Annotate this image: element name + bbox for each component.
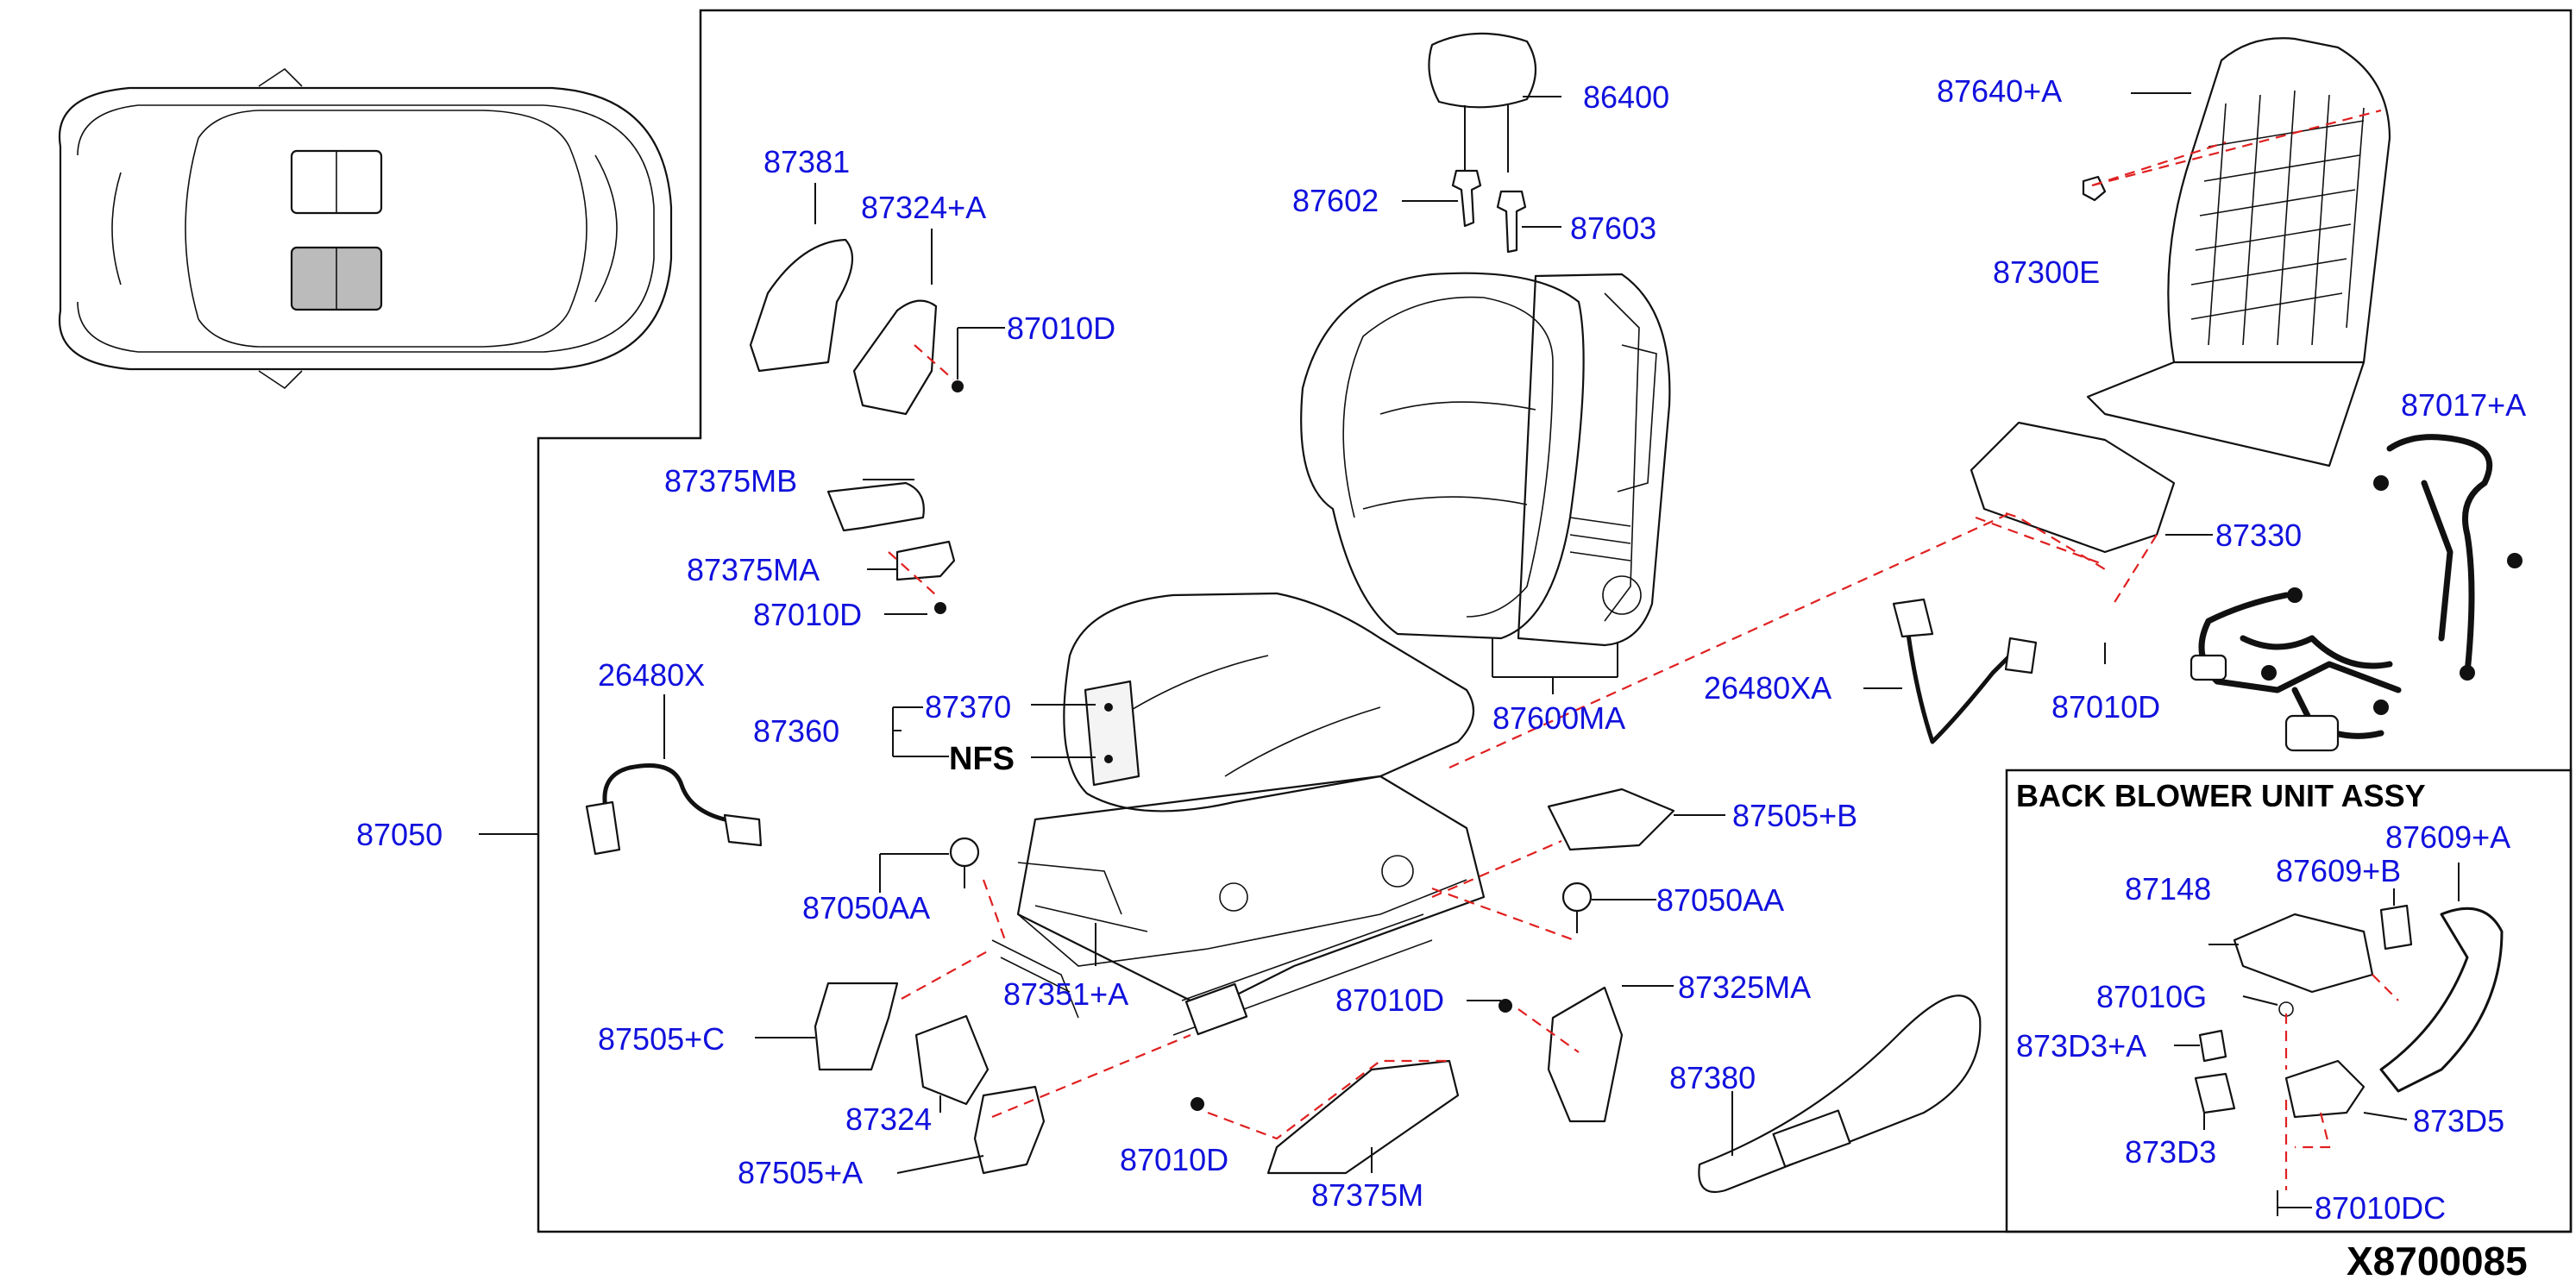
- label-87640A: 87640+A: [1937, 73, 2062, 109]
- cover-87505A-icon: [973, 1085, 1046, 1175]
- label-87010D-e: 87010D: [1120, 1142, 1228, 1177]
- label-87148: 87148: [2125, 871, 2211, 907]
- label-26480XA: 26480XA: [1704, 670, 1831, 706]
- label-87010D-a: 87010D: [1007, 311, 1115, 346]
- label-87010G: 87010G: [2096, 979, 2207, 1014]
- label-87050AA-a: 87050AA: [802, 890, 930, 925]
- label-87010DC: 87010DC: [2315, 1190, 2446, 1226]
- wire-26480XA-icon: [1892, 598, 2038, 744]
- label-87351A: 87351+A: [1003, 976, 1128, 1012]
- label-87375MA: 87375MA: [687, 552, 820, 587]
- inset-frame: [2005, 769, 2573, 1233]
- headrest-icon: [1428, 32, 1536, 254]
- label-nfs: NFS: [949, 741, 1015, 777]
- label-87325MA: 87325MA: [1678, 969, 1811, 1005]
- label-87370: 87370: [925, 689, 1011, 725]
- cover-87505C-icon: [814, 982, 899, 1071]
- bolt-87050AA-b-icon: [1561, 882, 1593, 933]
- wire-harness-icon: [2190, 434, 2523, 752]
- trim-87330-icon: [1970, 421, 2176, 554]
- label-87505A: 87505+A: [738, 1155, 863, 1190]
- armrest-cover-icon: [749, 238, 964, 416]
- bolt-87050AA-icon: [949, 837, 980, 888]
- cover-87375MB-icon: [826, 481, 956, 614]
- label-87609A: 87609+A: [2385, 819, 2510, 855]
- label-87324A: 87324+A: [861, 190, 986, 225]
- label-87010D-d: 87010D: [1335, 982, 1444, 1018]
- label-87017A: 87017+A: [2401, 387, 2526, 423]
- car-top-view-icon: [58, 67, 673, 390]
- label-87505B: 87505+B: [1732, 798, 1857, 833]
- label-87603: 87603: [1570, 210, 1656, 246]
- blower-unit-icon: [2194, 904, 2504, 1216]
- label-87360: 87360: [753, 713, 839, 749]
- label-87600MA: 87600MA: [1492, 700, 1625, 736]
- label-87050AA-b: 87050AA: [1656, 882, 1784, 918]
- label-87375M: 87375M: [1311, 1177, 1423, 1213]
- label-87602: 87602: [1292, 183, 1379, 218]
- bracket-87324-icon: [914, 1014, 990, 1106]
- dashed-leaders: [888, 109, 2399, 1190]
- label-86400: 86400: [1583, 79, 1669, 115]
- wire-26480X-icon: [585, 763, 763, 856]
- cover-87505B-icon: [1547, 787, 1675, 851]
- label-87010D-c: 87010D: [2051, 689, 2160, 725]
- label-87010D-b: 87010D: [753, 597, 862, 632]
- main-frame: [537, 9, 2573, 1233]
- seat-back-icon: [1300, 272, 1671, 694]
- label-87381: 87381: [763, 144, 850, 179]
- bracket-87325MA-icon: [1498, 986, 1624, 1123]
- label-26480X: 26480X: [598, 657, 705, 693]
- label-873D3A: 873D3+A: [2016, 1028, 2146, 1064]
- leader-lines: [479, 92, 2460, 1208]
- label-87324: 87324: [845, 1101, 932, 1137]
- label-87505C: 87505+C: [598, 1021, 725, 1057]
- label-87609B: 87609+B: [2276, 853, 2401, 888]
- label-87380: 87380: [1669, 1060, 1756, 1095]
- label-873D5: 873D5: [2413, 1103, 2504, 1139]
- seat-back-board-icon: [2082, 37, 2391, 467]
- diagram-id: X8700085: [2347, 1239, 2528, 1280]
- label-87375MB: 87375MB: [664, 463, 797, 499]
- seat-frame-icon: [991, 775, 1486, 1036]
- inset-title: BACK BLOWER UNIT ASSY: [2016, 778, 2426, 813]
- label-873D3: 873D3: [2125, 1134, 2216, 1170]
- part-labels: 86400 87602 87603 87640+A 87300E 87381 8…: [356, 73, 2526, 1213]
- label-87300E: 87300E: [1993, 254, 2100, 290]
- label-87050: 87050: [356, 817, 443, 852]
- label-87330: 87330: [2215, 518, 2302, 553]
- finisher-87380-icon: [1698, 995, 1982, 1194]
- inset-labels: 87148 87609+B 87609+A 87010G 873D3+A 873…: [2016, 819, 2510, 1226]
- cover-87375M-icon: [1191, 1059, 1460, 1175]
- seat-cushion-icon: [1063, 592, 1475, 813]
